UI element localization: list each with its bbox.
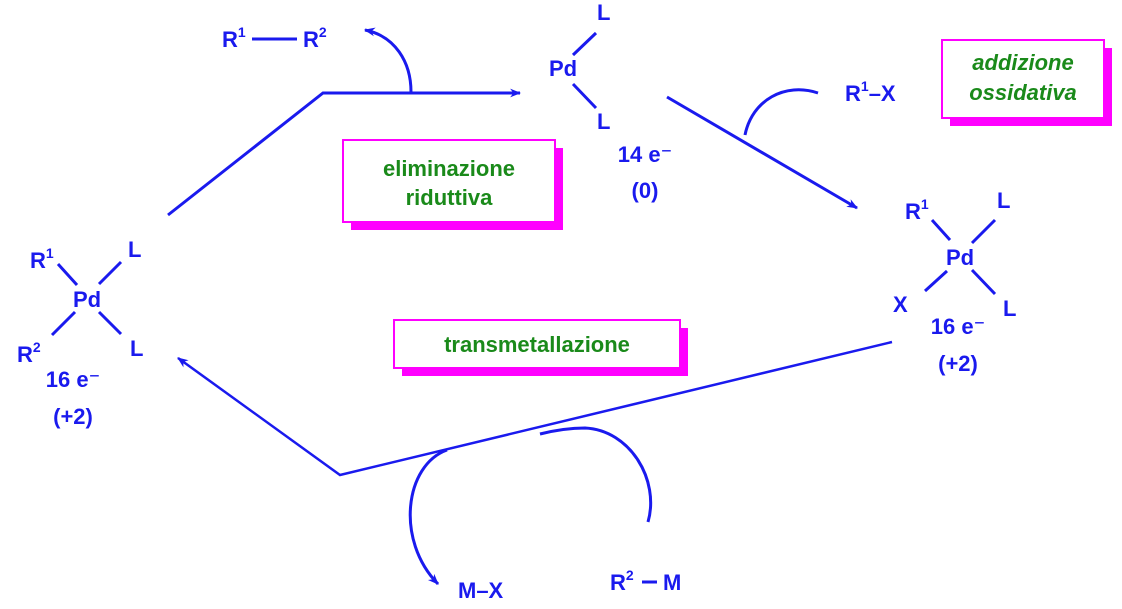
pd-left-metal: Pd [73,287,101,312]
pd-right-bond-top [970,218,997,245]
halide-entry-arrow [743,88,819,136]
pd-right-electron-count: 16 e⁻ [931,314,985,339]
step-box-transmetalation: transmetallazione [393,319,688,376]
reductive-elimination-arrow [167,88,522,217]
pd0-bond-bottom [571,82,598,110]
byproduct-release-arrow [408,448,448,586]
product-r2: R2 [303,24,327,52]
organometal-r2: R2 [610,567,634,595]
organometal-entry-arrow [539,426,653,523]
step-box-face [393,319,681,369]
step-label-line2: ossidativa [969,80,1077,105]
pd-left-bond-top [97,260,123,286]
product-release-arrow [363,27,413,93]
pd-left-r2: R2 [17,339,41,367]
pd0-bond-top [571,31,598,57]
pd-left-bond-bottom [97,310,123,336]
step-label-line2: riduttiva [406,185,494,210]
step-label-line1: addizione [972,50,1073,75]
pd-right-bond-x [923,269,949,293]
byproduct-formula: M–X [458,578,504,603]
pd-right-ligand-top: L [997,188,1010,213]
pd-left-ligand-top: L [128,237,141,262]
pd0-ligand-bottom: L [597,109,610,134]
halide-reagent: R1–X [845,78,896,106]
step-box-oxidative-addition: addizione ossidativa [941,39,1112,126]
pd-right-metal: Pd [946,245,974,270]
halide-formula: R1–X [845,78,896,106]
pd0-complex: Pd L L 14 e⁻ (0) [549,0,672,203]
product-r1-r2: R1 R2 [222,24,327,52]
product-r1: R1 [222,24,246,52]
cycle-arrows [167,88,893,477]
byproduct: M–X [458,578,504,603]
pd-right-bond-r1 [930,218,952,242]
side-arrows [363,27,819,586]
pd-left-electron-count: 16 e⁻ [46,367,100,392]
pd0-ligand-top: L [597,0,610,25]
pd-left-ligand-bottom: L [130,336,143,361]
organometal-reagent: R2 M [610,567,681,595]
pd-right-ligand-bottom: L [1003,296,1016,321]
step-box-reductive-elimination: eliminazione riduttiva [342,139,563,230]
step-box-face [941,39,1105,119]
pd-left-bond-r2 [50,310,77,337]
step-label: transmetallazione [444,332,630,357]
pd-right-complex: Pd R1 L X L 16 e⁻ (+2) [893,188,1016,376]
pd-left-bond-r1 [56,262,79,287]
pd-right-x: X [893,292,908,317]
oxidative-addition-arrow [666,95,858,210]
pd-right-bond-bottom [970,268,997,296]
transmetalation-arrow [177,340,893,477]
pd-left-r1: R1 [30,245,54,273]
pd0-oxidation-state: (0) [632,178,659,203]
pd-left-oxidation-state: (+2) [53,404,93,429]
step-box-face [342,139,556,223]
pd-right-r1: R1 [905,196,929,224]
pd-left-complex: Pd R1 L R2 L 16 e⁻ (+2) [17,237,143,429]
organometal-m: M [663,570,681,595]
pd0-electron-count: 14 e⁻ [618,142,672,167]
pd-right-oxidation-state: (+2) [938,351,978,376]
pd0-metal: Pd [549,56,577,81]
step-label-line1: eliminazione [383,156,515,181]
